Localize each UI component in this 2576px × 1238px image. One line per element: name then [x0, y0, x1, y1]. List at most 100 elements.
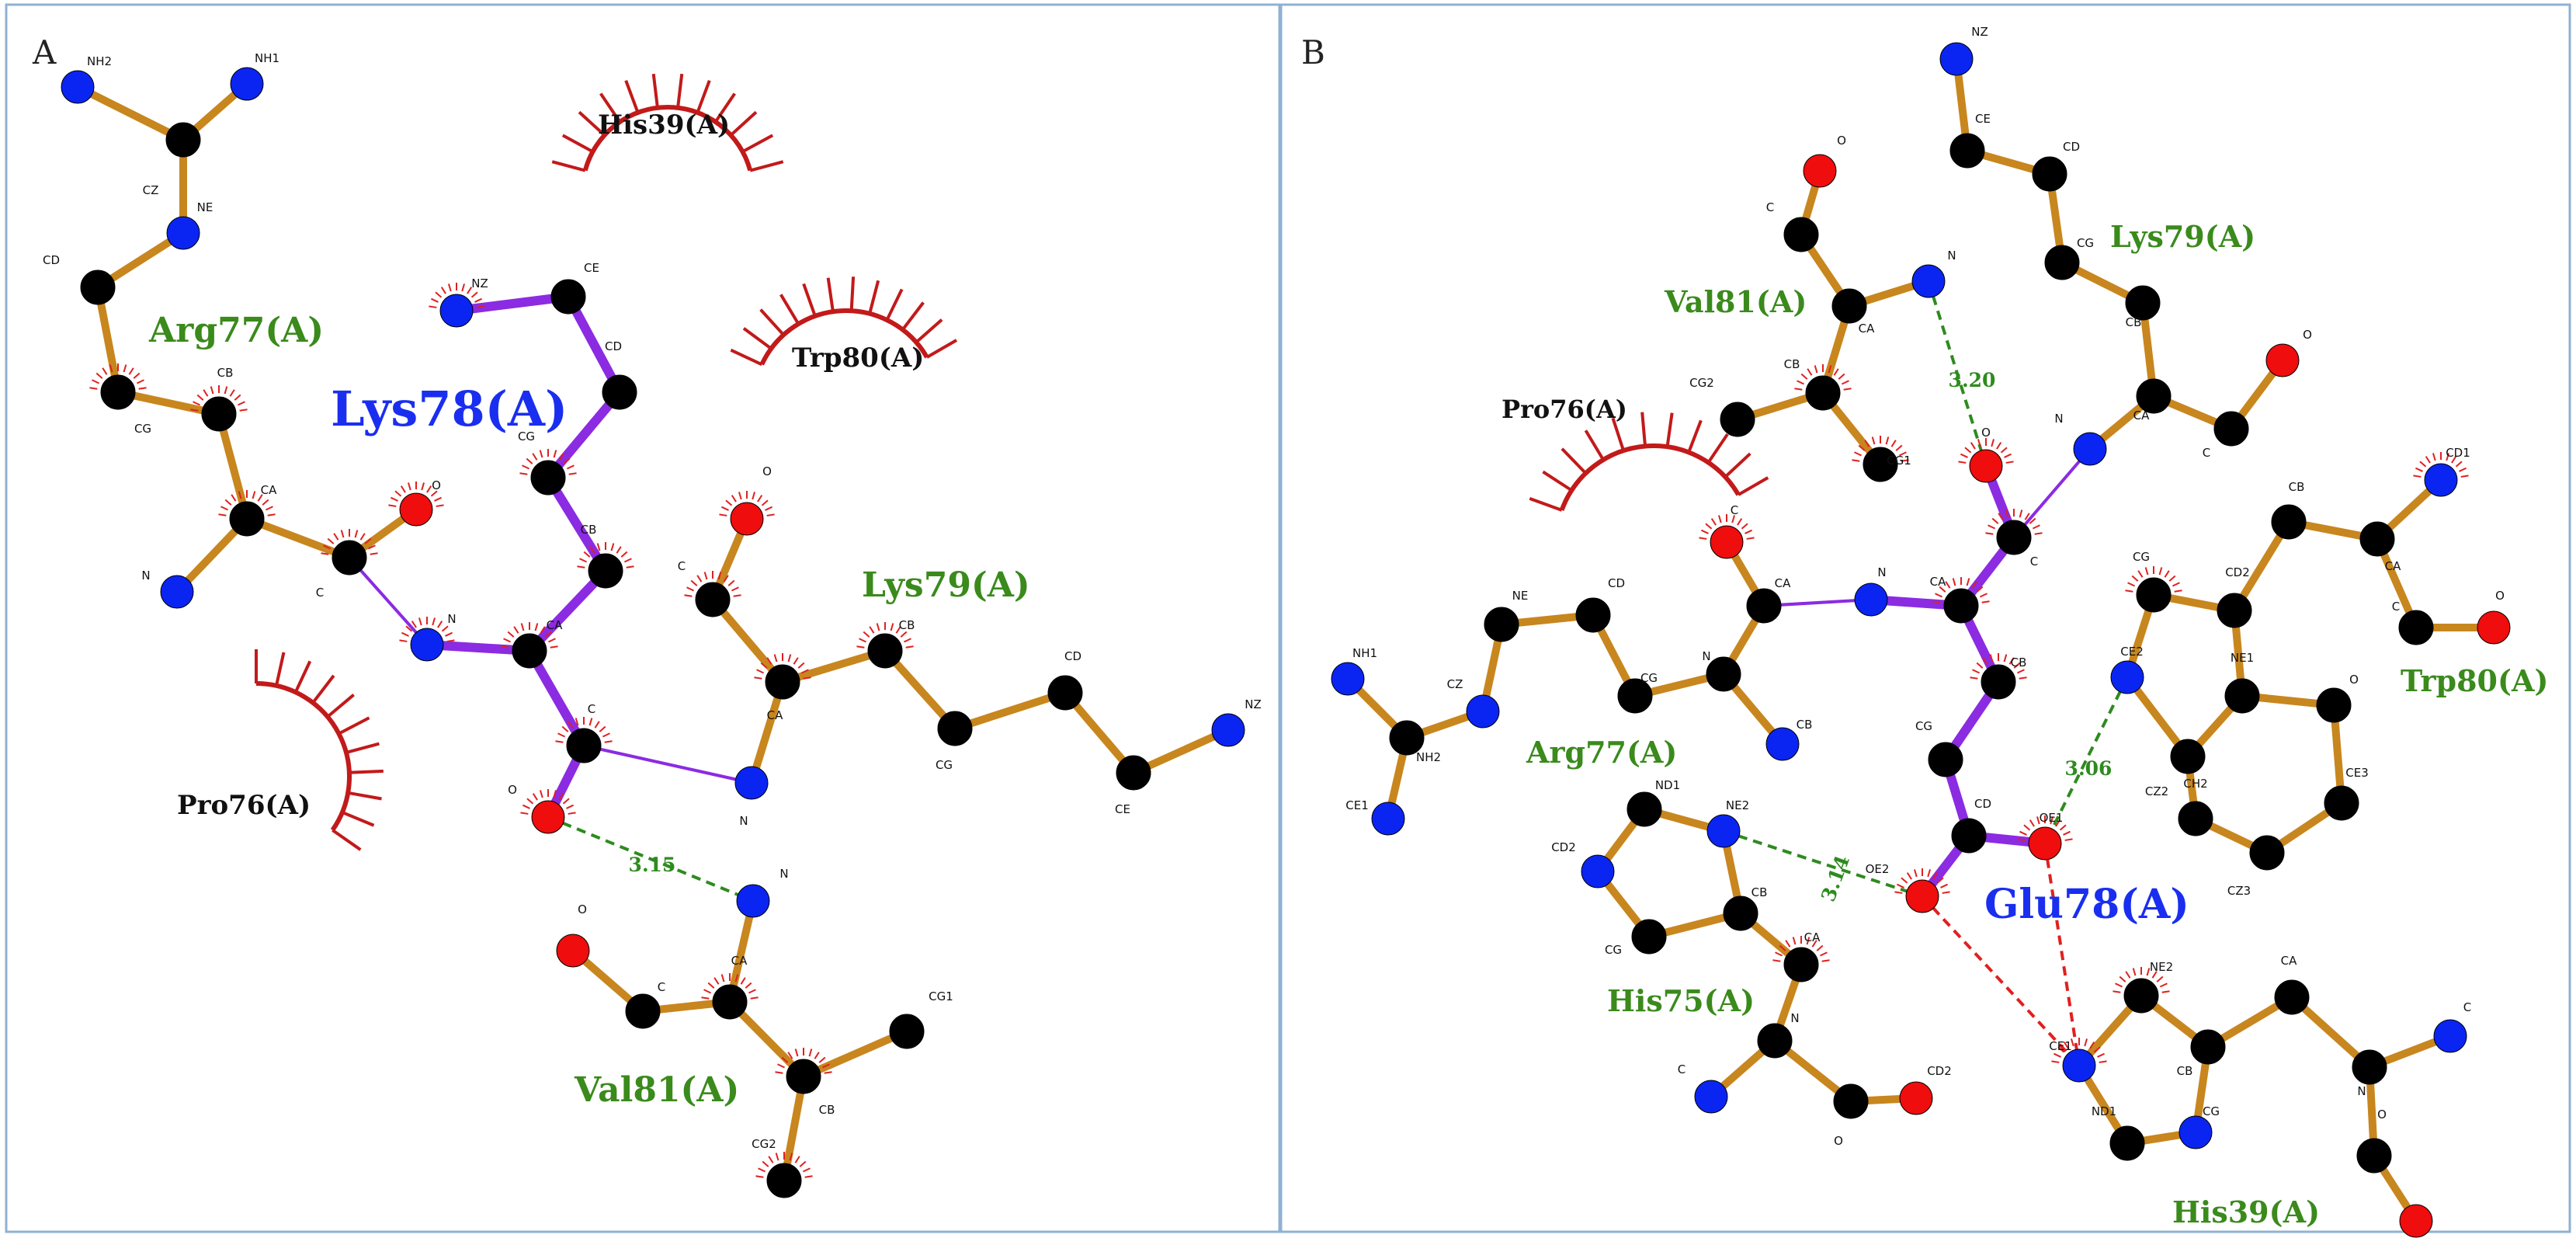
contact-spoke	[2004, 453, 2012, 458]
carbon-atom	[712, 984, 748, 1020]
hydrophobic-spoke	[696, 80, 711, 113]
contact-spoke	[720, 974, 725, 982]
atom-label: CD	[2063, 140, 2080, 154]
residue-bond	[780, 1073, 807, 1184]
contact-spoke	[803, 676, 811, 680]
contact-spoke	[2146, 968, 2151, 976]
atom-label: CH2	[2183, 777, 2207, 791]
nitrogen-atom	[736, 884, 770, 918]
peptide-bond	[348, 556, 429, 646]
contact-spoke	[719, 513, 727, 516]
oxygen-atom	[2399, 1204, 2433, 1238]
hydrophobic-spoke	[651, 73, 659, 109]
oxygen-atom	[1905, 879, 1939, 913]
contact-spoke	[2446, 453, 2450, 461]
contact-spoke	[797, 662, 805, 669]
contact-spoke	[2024, 513, 2030, 520]
carbon-atom	[1928, 742, 1963, 777]
contact-spoke	[2451, 456, 2457, 464]
contact-spoke	[558, 453, 564, 461]
carbon-atom	[2352, 1049, 2387, 1085]
contact-spoke	[1705, 523, 1713, 530]
contact-spoke	[731, 495, 737, 503]
contact-spoke	[1864, 440, 1870, 447]
atom-label: O	[432, 478, 441, 492]
nitrogen-atom	[1371, 802, 1405, 836]
contact-spoke	[859, 638, 866, 643]
atom-label: CB	[2289, 480, 2305, 494]
panel-a-label: A	[32, 33, 57, 71]
contact-spoke	[327, 537, 335, 544]
contact-spoke	[781, 1056, 789, 1063]
contact-spoke	[1842, 380, 1849, 385]
carbon-atom	[2178, 801, 2213, 836]
contact-spoke	[686, 586, 694, 592]
contact-spoke	[824, 1071, 832, 1074]
contact-spoke	[2063, 830, 2071, 836]
contact-spoke	[616, 546, 622, 554]
contact-spoke	[266, 506, 273, 511]
atom-label: CG	[2133, 550, 2150, 564]
contact-spoke	[803, 1167, 811, 1173]
hydrophobic-spoke	[1738, 476, 1769, 496]
contact-spoke	[1906, 872, 1912, 880]
hydrophobic-spoke	[826, 277, 835, 312]
contact-spoke	[1932, 872, 1939, 880]
contact-spoke	[766, 657, 772, 665]
contact-spoke	[262, 499, 269, 506]
contact-spoke	[734, 974, 739, 982]
carbon-atom	[1951, 818, 1987, 854]
hydrophobic-spoke	[730, 110, 758, 137]
atom-label: NH1	[255, 51, 279, 65]
contact-spoke	[2125, 589, 2133, 593]
carbon-atom	[201, 396, 237, 432]
contact-spoke	[599, 725, 606, 732]
contact-spoke	[1797, 380, 1804, 385]
contact-spoke	[540, 626, 546, 634]
contact-spoke	[1981, 600, 1990, 603]
atom-label: NE2	[1726, 798, 1749, 812]
atom-label: CD	[1608, 576, 1625, 590]
nitrogen-atom	[2062, 1048, 2096, 1083]
contact-spoke	[1820, 951, 1828, 957]
carbon-atom	[765, 664, 800, 700]
contact-spoke	[1942, 891, 1950, 894]
nitrogen-atom	[1331, 662, 1365, 696]
carbon-atom	[1757, 1023, 1793, 1059]
contact-spoke	[218, 513, 227, 516]
contact-spoke	[321, 552, 329, 555]
atom-label: CG	[2203, 1104, 2220, 1118]
hydrophobic-spoke	[1706, 433, 1729, 464]
atom-label: C	[2030, 555, 2038, 569]
contact-spoke	[1977, 439, 1981, 447]
contact-spoke	[1852, 459, 1860, 462]
contact-spoke	[794, 1156, 800, 1163]
contact-spoke	[725, 499, 733, 506]
contact-spoke	[701, 996, 710, 1000]
contact-spoke	[748, 989, 756, 994]
contact-spoke	[553, 450, 557, 458]
contact-spoke	[1939, 586, 1946, 593]
contact-spoke	[210, 386, 214, 395]
contact-spoke	[2000, 447, 2008, 454]
contact-spoke	[1970, 442, 1976, 450]
oxygen-atom	[556, 934, 590, 968]
contact-spoke	[532, 793, 538, 801]
atom-label: C	[2463, 1000, 2471, 1014]
hbond-b1	[1927, 280, 1988, 467]
atom-label: C	[1678, 1062, 1686, 1076]
nitrogen-atom	[1854, 582, 1888, 617]
contact-spoke	[1792, 937, 1797, 945]
hydrophobic-spoke	[1724, 452, 1751, 478]
atom-label: CA	[1930, 575, 1946, 589]
hydrophobic-spoke	[1542, 470, 1573, 492]
atom-label: CB	[2011, 656, 2027, 669]
residue-bond	[726, 998, 807, 1080]
contact-spoke	[2093, 1046, 2101, 1053]
atom-label: OE2	[1866, 862, 1890, 876]
atom-label: CD2	[2225, 565, 2250, 579]
contact-spoke	[765, 506, 772, 511]
contact-spoke	[1828, 365, 1832, 374]
residue-label-lys79: Lys79(A)	[862, 565, 1030, 605]
atom-label: NE2	[2150, 960, 2173, 974]
